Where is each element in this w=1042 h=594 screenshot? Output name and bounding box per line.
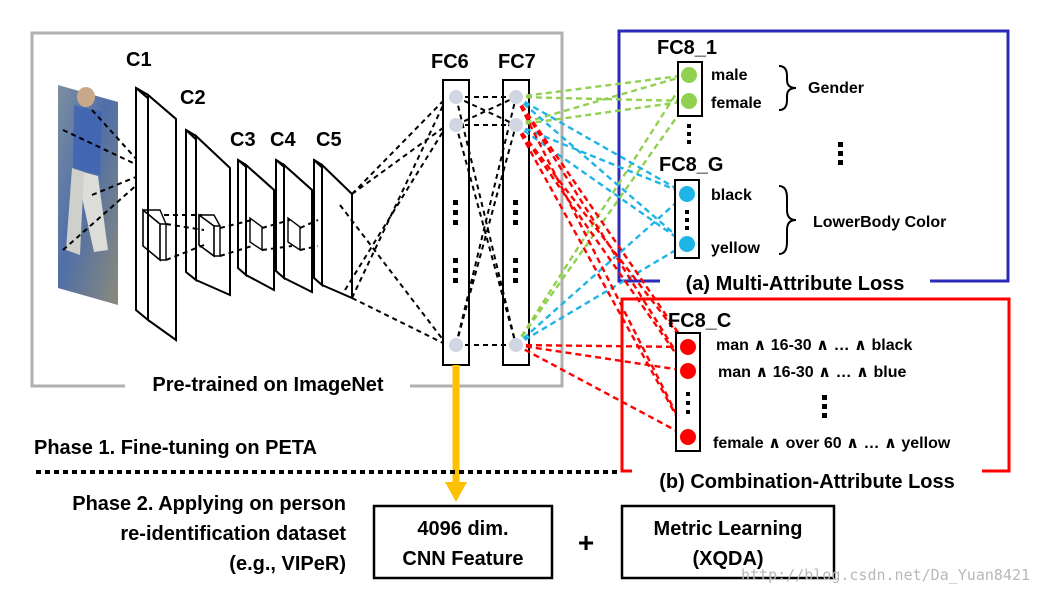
fc7-node [509,90,523,104]
node-black [679,186,695,202]
metric-learning-box [620,504,836,580]
fc7-ellipsis [513,200,518,283]
label-fc8-c: FC8_C [668,310,731,332]
phase1-label: Phase 1. Fine-tuning on PETA [34,437,317,459]
attr-black: black [711,187,752,204]
fc6-node [449,90,463,104]
node-male [681,67,697,83]
plus-sign: + [578,527,594,558]
label-c1: C1 [126,49,152,71]
combination-attribute-loss-label: (b) Combination-Attribute Loss [659,471,955,493]
node-yellow [679,236,695,252]
phase2-label-line2: re-identification dataset [120,523,346,545]
group-gender: Gender [808,80,864,97]
feature-arrow [445,482,467,502]
combo-attr-2: man ∧ 16-30 ∧ … ∧ blue [718,364,906,381]
multi-attribute-loss-label: (a) Multi-Attribute Loss [686,273,905,295]
green-connections [514,73,690,346]
label-fc8-g: FC8_G [659,154,723,176]
metric-learning-line1: Metric Learning [654,518,803,540]
metric-learning-line2: (XQDA) [692,548,763,570]
label-fc8-1: FC8_1 [657,37,717,59]
combo-attr-3: female ∧ over 60 ∧ … ∧ yellow [713,435,951,452]
group-lowerbody: LowerBody Color [813,214,946,231]
red-connections [514,96,690,439]
combo-node [680,429,696,445]
attr-yellow: yellow [711,240,760,257]
combo-node [680,339,696,355]
combo-node [680,363,696,379]
cnn-feature-line1: 4096 dim. [417,518,508,540]
fc6-node [449,118,463,132]
phase2-label-line1: Phase 2. Applying on person [72,493,346,515]
label-c5: C5 [316,129,342,151]
conv-layer-c2 [185,128,231,297]
cnn-feature-line2: CNN Feature [402,548,523,570]
pretrained-label: Pre-trained on ImageNet [152,374,384,396]
fc8-ellipsis [687,124,843,165]
label-fc6: FC6 [431,51,469,73]
conv-layer-c1 [135,86,177,342]
conv-layer-c5 [313,158,353,300]
node-female [681,93,697,109]
combo-attr-1: man ∧ 16-30 ∧ … ∧ black [716,337,912,354]
fc6-node [449,338,463,352]
gender-brace [778,65,797,111]
cnn-feature-box [372,504,554,580]
conv-layer-c3 [237,158,275,292]
attr-male: male [711,67,748,84]
input-person-image [58,85,118,305]
fc7-node [509,338,523,352]
cyan-connections [515,95,687,347]
label-fc7: FC7 [498,51,536,73]
phase2-label-line3: (e.g., VIPeR) [229,553,346,575]
fc7-node [509,118,523,132]
label-c2: C2 [180,87,206,109]
label-c4: C4 [270,129,296,151]
attr-female: female [711,95,762,112]
conv-layer-c4 [275,158,313,294]
label-c3: C3 [230,129,256,151]
fc6-ellipsis [453,200,458,283]
watermark: http://blog.csdn.net/Da_Yuan8421 [741,566,1030,584]
lowerbody-brace [778,185,797,255]
